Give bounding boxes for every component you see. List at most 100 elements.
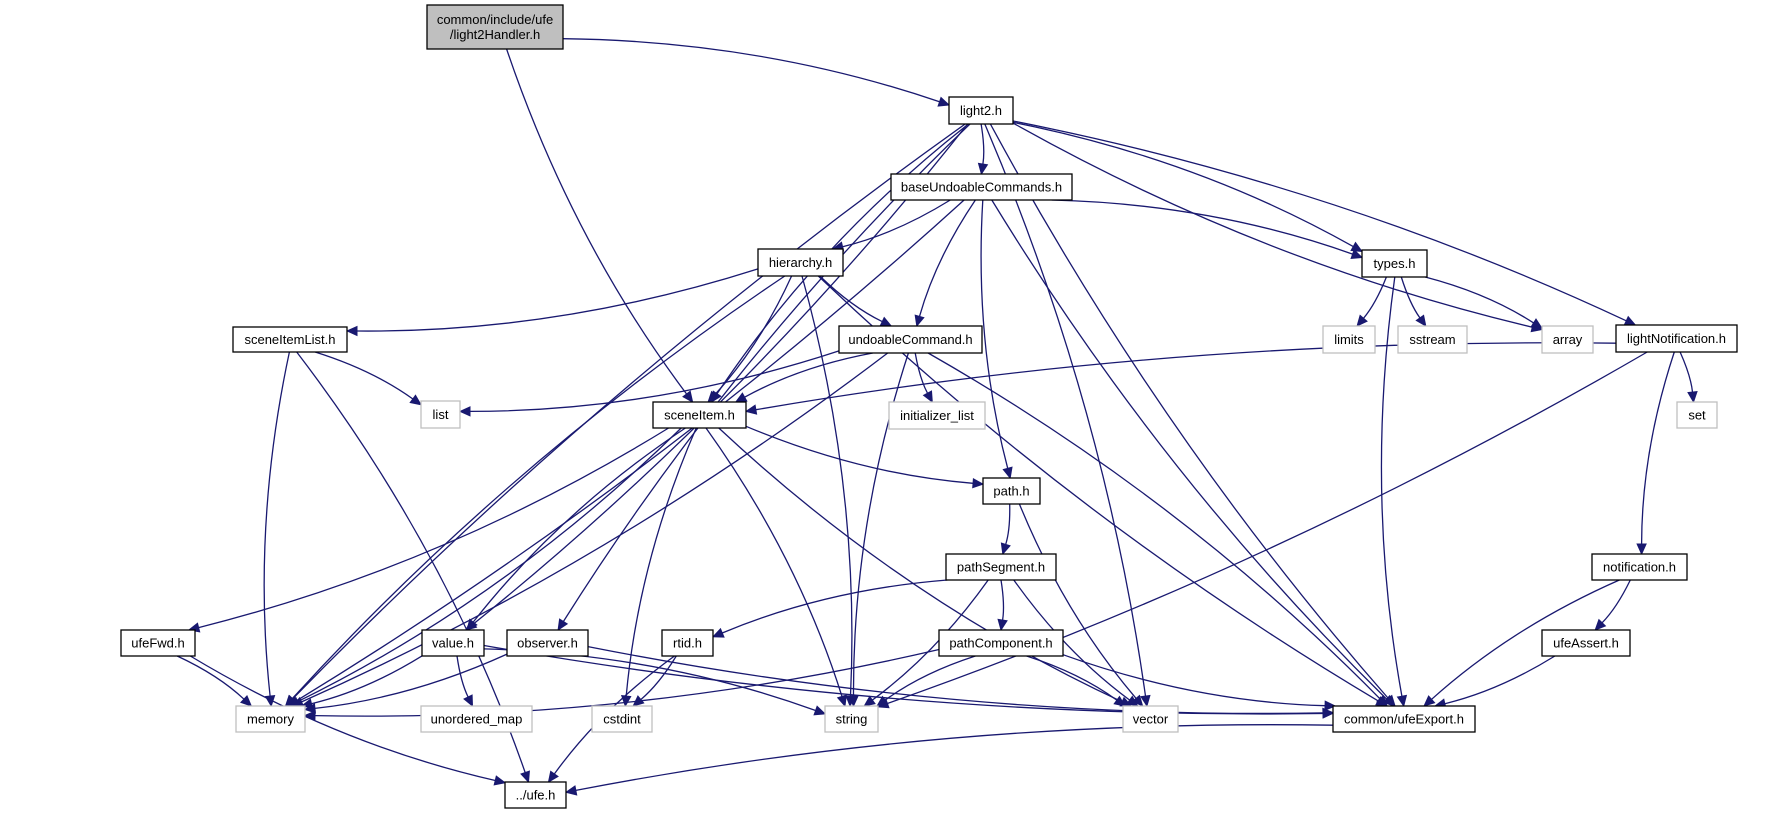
arrowhead-light2-to-observer: [557, 618, 569, 632]
arrowhead-pathComponent-to-memory: [303, 710, 316, 721]
node-path[interactable]: path.h: [982, 477, 1041, 505]
node-label: limits: [1334, 332, 1364, 347]
node-box: [120, 629, 196, 657]
node-label: cstdint: [603, 712, 641, 727]
arrowhead-lightNotification-to-set: [1687, 391, 1698, 404]
node-ufeExport[interactable]: common/ufeExport.h: [1332, 705, 1476, 733]
node-label: memory: [247, 712, 294, 727]
node-label: pathSegment.h: [957, 560, 1045, 575]
node-observer[interactable]: observer.h: [506, 629, 589, 657]
edge-undoableCommand-to-list: [469, 350, 840, 413]
node-label: set: [1688, 408, 1706, 423]
node-ufe[interactable]: ../ufe.h: [504, 781, 567, 809]
edge-value-to-memory: [311, 655, 423, 705]
node-box: [421, 629, 485, 657]
edge-sceneItem-to-path: [745, 425, 974, 484]
node-label: list: [433, 407, 449, 422]
edge-pathSegment-to-string: [871, 579, 989, 701]
edge-ufeExport-to-ufe: [575, 724, 1334, 792]
edge-root-to-light2: [562, 38, 940, 103]
node-label: pathComponent.h: [949, 636, 1052, 651]
node-box: [591, 705, 653, 733]
edge-hierarchy-to-string: [801, 275, 853, 697]
arrowhead-pathSegment-to-vector: [1126, 695, 1139, 707]
node-types[interactable]: types.h: [1361, 249, 1428, 278]
node-undoableCommand[interactable]: undoableCommand.h: [838, 325, 983, 354]
node-pathSegment[interactable]: pathSegment.h: [945, 553, 1057, 581]
arrowhead-hierarchy-to-sceneItem: [707, 390, 720, 403]
arrowhead-types-to-array: [1530, 318, 1544, 329]
arrowhead-light2-to-baseUndo: [977, 162, 989, 176]
node-pathComponent[interactable]: pathComponent.h: [938, 629, 1064, 657]
arrowhead-baseUndo-to-ufeExport: [1382, 694, 1395, 707]
node-label: sceneItemList.h: [244, 332, 335, 347]
node-label: array: [1553, 332, 1583, 347]
edge-notification-to-ufeAssert: [1601, 579, 1631, 624]
node-root[interactable]: common/include/ufe/light2Handler.h: [426, 4, 564, 50]
arrowhead-root-to-sceneItem: [682, 390, 694, 403]
edge-sceneItem-to-ufeFwd: [198, 427, 669, 629]
node-notification[interactable]: notification.h: [1591, 553, 1688, 581]
node-label: undoableCommand.h: [848, 332, 972, 347]
node-vector: vector: [1122, 705, 1179, 733]
node-rtid[interactable]: rtid.h: [661, 629, 714, 657]
node-sceneItem[interactable]: sceneItem.h: [652, 401, 747, 429]
node-ufeAssert[interactable]: ufeAssert.h: [1541, 629, 1631, 657]
edge-pathComponent-to-memory: [314, 648, 940, 717]
edge-hierarchy-to-memory: [291, 275, 786, 700]
node-unordered_map: unordered_map: [420, 705, 533, 733]
edge-types-to-ufeExport: [1380, 276, 1403, 697]
edge-ufeFwd-to-ufe: [189, 655, 496, 782]
arrowhead-pathComponent-to-vector: [1113, 695, 1126, 707]
node-label: lightNotification.h: [1627, 331, 1726, 346]
edge-pathComponent-to-string: [884, 655, 976, 701]
node-box: [948, 96, 1014, 125]
edge-lightNotification-to-string: [887, 351, 1648, 705]
edge-types-to-array: [1425, 276, 1534, 324]
arrowhead-notification-to-ufeAssert: [1594, 618, 1607, 631]
node-initializer_list: initializer_list: [888, 401, 986, 430]
node-box: [1332, 705, 1476, 733]
node-box: [504, 781, 567, 809]
node-box: [1361, 249, 1428, 278]
edge-root-to-sceneItem: [505, 48, 688, 395]
node-box: [888, 401, 986, 430]
node-box: [982, 477, 1041, 505]
node-label: notification.h: [1603, 560, 1676, 575]
node-hierarchy[interactable]: hierarchy.h: [757, 248, 844, 277]
arrowhead-root-to-light2: [937, 96, 951, 107]
arrowhead-types-to-ufeExport: [1396, 694, 1408, 708]
node-ufeFwd[interactable]: ufeFwd.h: [120, 629, 196, 657]
node-label: path.h: [993, 484, 1029, 499]
node-set: set: [1676, 401, 1718, 429]
node-label: ufeAssert.h: [1553, 636, 1619, 651]
arrowhead-notification-to-ufeExport: [1423, 695, 1436, 707]
edge-types-to-limits: [1363, 276, 1388, 319]
arrowhead-path-to-pathSegment: [1000, 542, 1011, 556]
node-sceneItemList[interactable]: sceneItemList.h: [232, 326, 348, 353]
node-limits: limits: [1322, 325, 1376, 354]
arrowhead-value-to-unordered_map: [463, 694, 474, 708]
node-lightNotification[interactable]: lightNotification.h: [1615, 324, 1738, 353]
node-box: [1676, 401, 1718, 429]
node-label: value.h: [432, 636, 474, 651]
node-baseUndo[interactable]: baseUndoableCommands.h: [890, 173, 1073, 201]
node-box: [652, 401, 747, 429]
edge-sceneItem-to-value: [472, 427, 686, 623]
arrowhead-pathSegment-to-pathComponent: [997, 618, 1008, 632]
edge-pathComponent-to-ufeExport: [1062, 654, 1326, 707]
node-label: string: [836, 712, 868, 727]
node-box: [824, 705, 879, 733]
node-label: sstream: [1409, 332, 1455, 347]
node-value[interactable]: value.h: [421, 629, 485, 657]
arrowhead-light2-to-types: [1350, 241, 1364, 253]
edge-light2-to-array: [1012, 122, 1533, 328]
node-memory: memory: [235, 705, 306, 733]
node-box: [1591, 553, 1688, 581]
arrowhead-sceneItemList-to-list: [409, 394, 422, 406]
edge-light2-to-ufeExport: [989, 123, 1389, 699]
node-light2[interactable]: light2.h: [948, 96, 1014, 125]
arrowhead-observer-to-ufeExport: [1322, 707, 1335, 719]
node-label: ../ufe.h: [516, 788, 556, 803]
node-string: string: [824, 705, 879, 733]
